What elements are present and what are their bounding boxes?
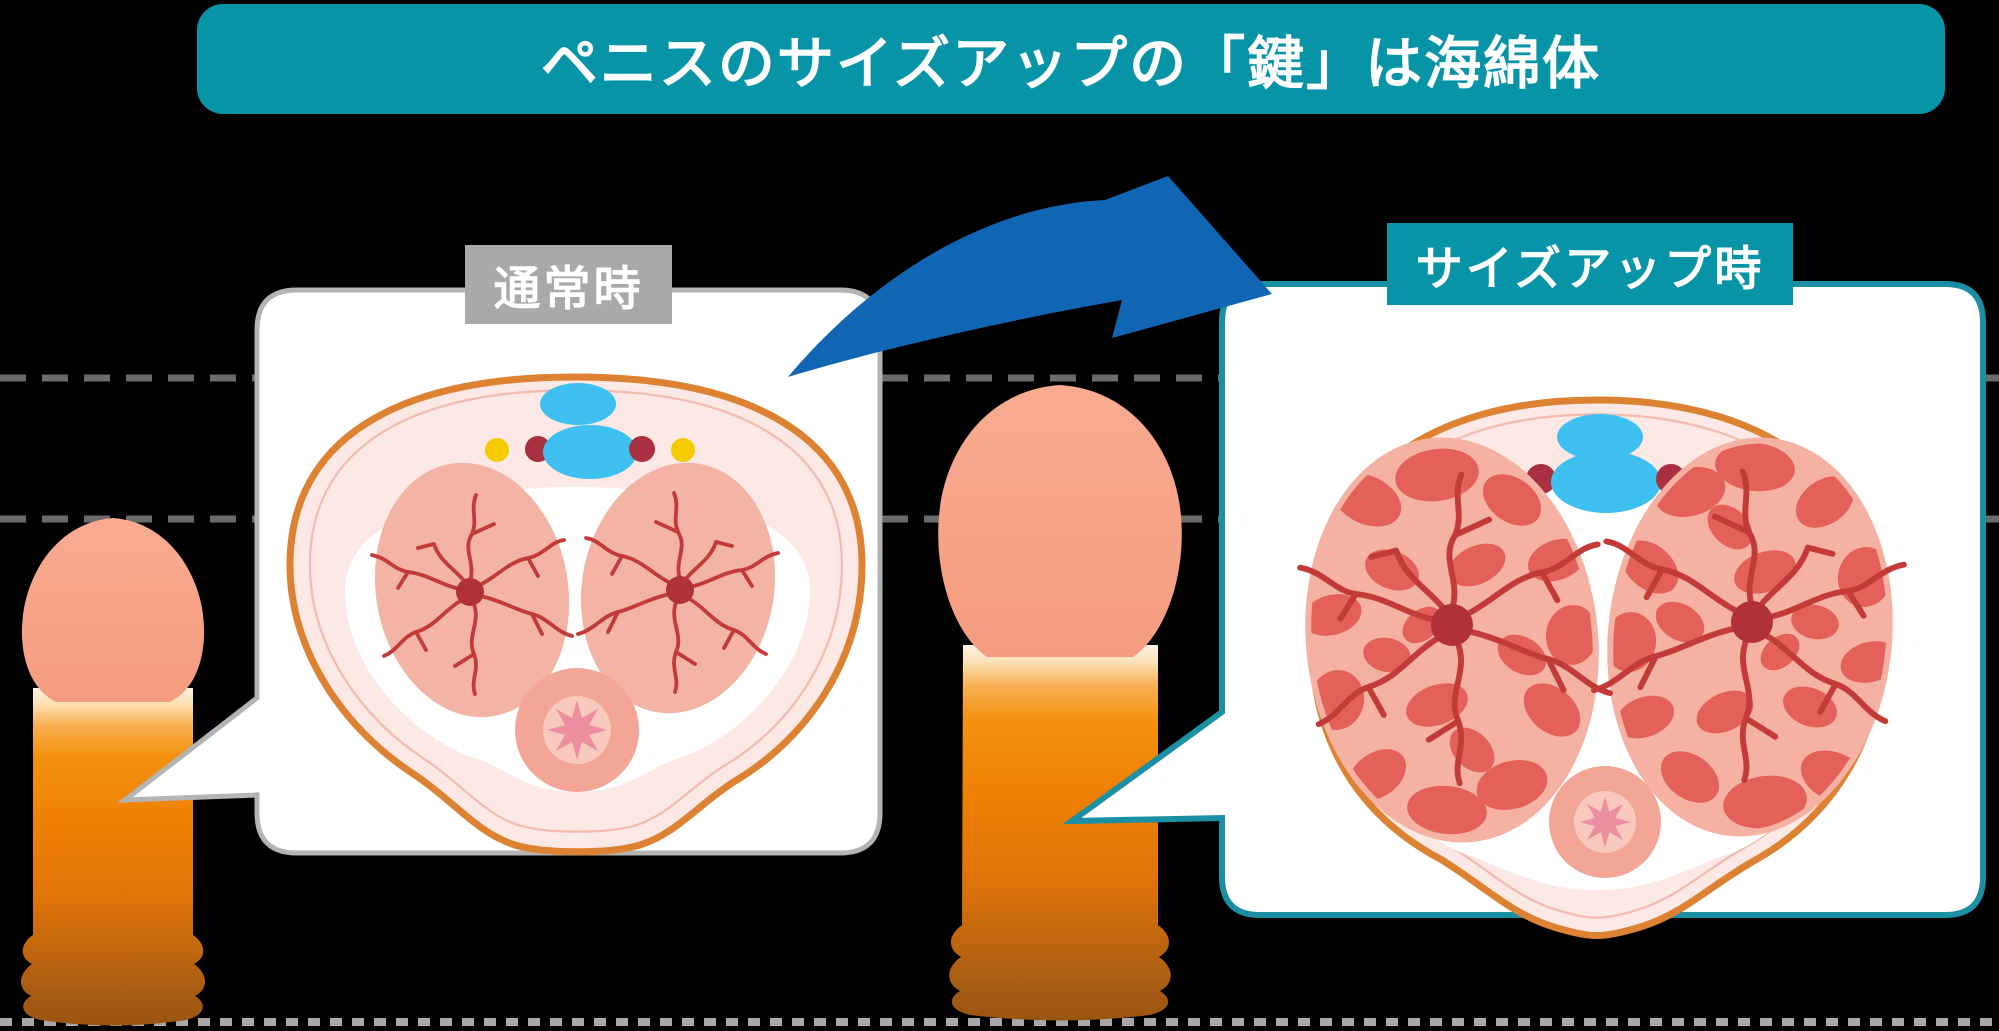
nerve-dot-yellow [671,438,695,462]
size-up-arrow-icon [788,176,1272,377]
cavernous-artery [1731,601,1773,643]
urethra [515,668,639,792]
cross-section-sizeup [1286,396,1913,939]
deep-vein [1551,451,1661,513]
cavernous-artery [1431,604,1473,646]
cross-section-normal [286,373,866,856]
penis-enlarged-illustration [938,385,1182,1021]
penis-enlarged-shaft [949,645,1171,1021]
label-normal-state: 通常時 [465,245,672,324]
vessel-dot-row [485,425,695,479]
label-normal-text: 通常時 [493,262,644,315]
penis-normal-shaft [20,688,206,1026]
dorsal-vein [1557,414,1643,460]
title-banner: ペニスのサイズアップの「鍵」は海綿体 [197,4,1945,114]
penis-normal-glans [21,518,205,702]
label-sizeup-text: サイズアップ時 [1415,241,1765,295]
penis-enlarged-glans [938,385,1182,657]
artery-dot-red [629,436,655,462]
label-sizeup-state: サイズアップ時 [1387,223,1793,305]
section-inner-contour [308,388,844,833]
page-title: ペニスのサイズアップの「鍵」は海綿体 [540,32,1602,96]
nerve-dot-yellow [485,438,509,462]
cavernous-artery [456,578,484,606]
dorsal-vein [540,383,616,425]
cavernous-artery [666,576,694,604]
urethra [1549,766,1661,878]
deep-vein [543,425,637,479]
